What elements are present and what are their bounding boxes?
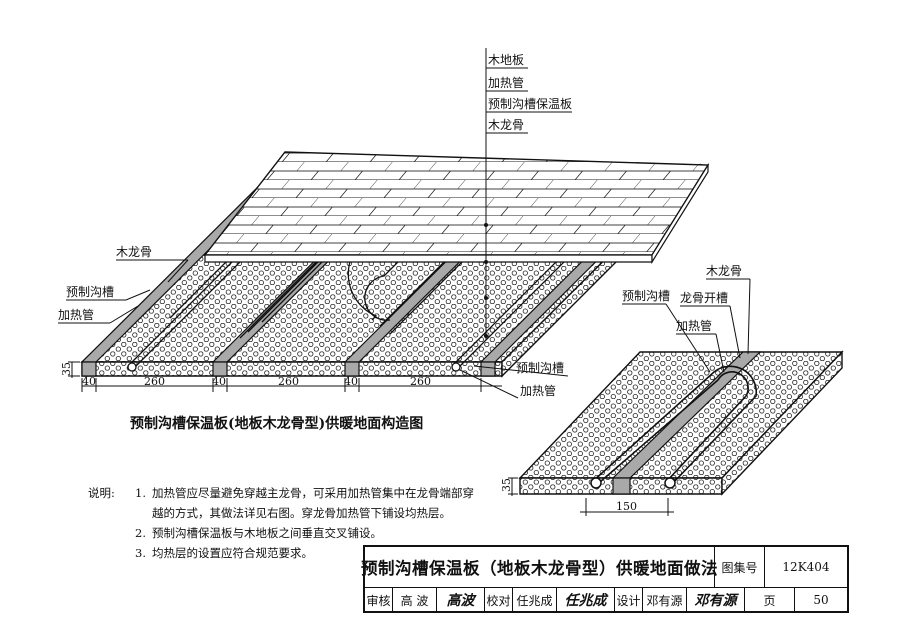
label-pipe-left: 加热管 (58, 307, 94, 322)
main-dimensions (68, 361, 502, 392)
title-block: 预制沟槽保温板（地板木龙骨型）供暖地面做法 图集号 12K404 审核 高 波 … (361, 545, 849, 613)
reviewer-name: 高 波 (393, 587, 437, 613)
wood-floor-edge (204, 254, 653, 263)
insulation-board-front (81, 361, 503, 377)
detail-pipe-end-1 (590, 477, 602, 489)
dim-40-c: 40 (344, 375, 358, 388)
label-keel-left: 木龙骨 (116, 245, 152, 259)
dim-260-c: 260 (410, 375, 431, 388)
detail-dim-height: 35 (500, 478, 513, 492)
dim-height-main: 35 (60, 362, 73, 376)
dim-260-b: 260 (278, 375, 299, 388)
detail-keel-slot-front (612, 477, 631, 495)
callout-groove-board: 预制沟槽保温板 (488, 97, 572, 111)
note-1-line-1: 加热管应尽量避免穿越主龙骨，可采用加热管集中在龙骨端部穿 (152, 486, 474, 500)
detail-pipe-end-2 (664, 477, 676, 489)
pipe-end-1 (127, 362, 137, 372)
checker-name: 任兆成 (513, 587, 557, 613)
detail-dim-width: 150 (616, 500, 637, 513)
atlas-label: 图集号 (715, 547, 765, 587)
keel-1-front (81, 361, 97, 377)
detail-label-keel-slot: 龙骨开槽 (680, 291, 728, 305)
reviewer-signature: 高波 (437, 587, 485, 613)
main-caption: 预制沟槽保温板(地板木龙骨型)供暖地面构造图 (130, 415, 423, 432)
detail-board-side (721, 350, 843, 496)
detail-u-pipe (591, 365, 758, 483)
detail-label-groove: 预制沟槽 (622, 289, 670, 303)
page-number: 50 (813, 593, 829, 607)
dim-40-a: 40 (82, 375, 96, 388)
note-2: 预制沟槽保温板与木地板之间垂直交叉铺设。 (152, 526, 382, 540)
design-label: 设计 (615, 587, 643, 613)
detail-isometric-view: 木龙骨 预制沟槽 龙骨开槽 加热管 35 150 (500, 264, 844, 516)
callout-heating-pipe: 加热管 (488, 75, 524, 90)
dim-40-b: 40 (212, 375, 226, 388)
designer-signature: 邓有源 (687, 587, 745, 613)
label-groove-left: 预制沟槽 (66, 285, 114, 299)
notes: 说明: 1. 加热管应尽量避免穿越主龙骨，可采用加热管集中在龙骨端部穿 越的方式… (88, 483, 488, 563)
main-isometric-view: 木地板 加热管 预制沟槽保温板 木龙骨 木龙骨 预制沟槽 加热管 预制沟槽 加热… (58, 48, 710, 432)
callout-wood-keel: 木龙骨 (488, 118, 524, 132)
page-label: 页 (745, 587, 795, 613)
detail-label-pipe: 加热管 (676, 318, 712, 333)
checker-signature: 任兆成 (557, 587, 615, 613)
atlas-number: 12K404 (782, 560, 830, 574)
note-3: 均热层的设置应符合规范要求。 (152, 546, 313, 560)
callout-wood-floor: 木地板 (488, 53, 524, 67)
wood-floor-top (203, 151, 710, 256)
keel-2-front (212, 361, 228, 377)
check-label: 校对 (485, 587, 513, 613)
dim-260-a: 260 (144, 375, 165, 388)
keel-3-front (344, 361, 360, 377)
wood-floor-side (651, 162, 709, 265)
drawing-title: 预制沟槽保温板（地板木龙骨型）供暖地面做法 (361, 547, 718, 587)
designer-name: 邓有源 (643, 587, 687, 613)
note-1-line-2: 越的方式，其做法详见右图。穿龙骨加热管下铺设均热层。 (152, 506, 451, 520)
detail-label-keel: 木龙骨 (706, 264, 742, 278)
review-label: 审核 (365, 587, 393, 613)
pipe-end-4 (451, 362, 461, 372)
label-pipe-right: 加热管 (520, 383, 556, 398)
keel-4-front (480, 361, 496, 377)
notes-lead: 说明: (88, 486, 115, 500)
